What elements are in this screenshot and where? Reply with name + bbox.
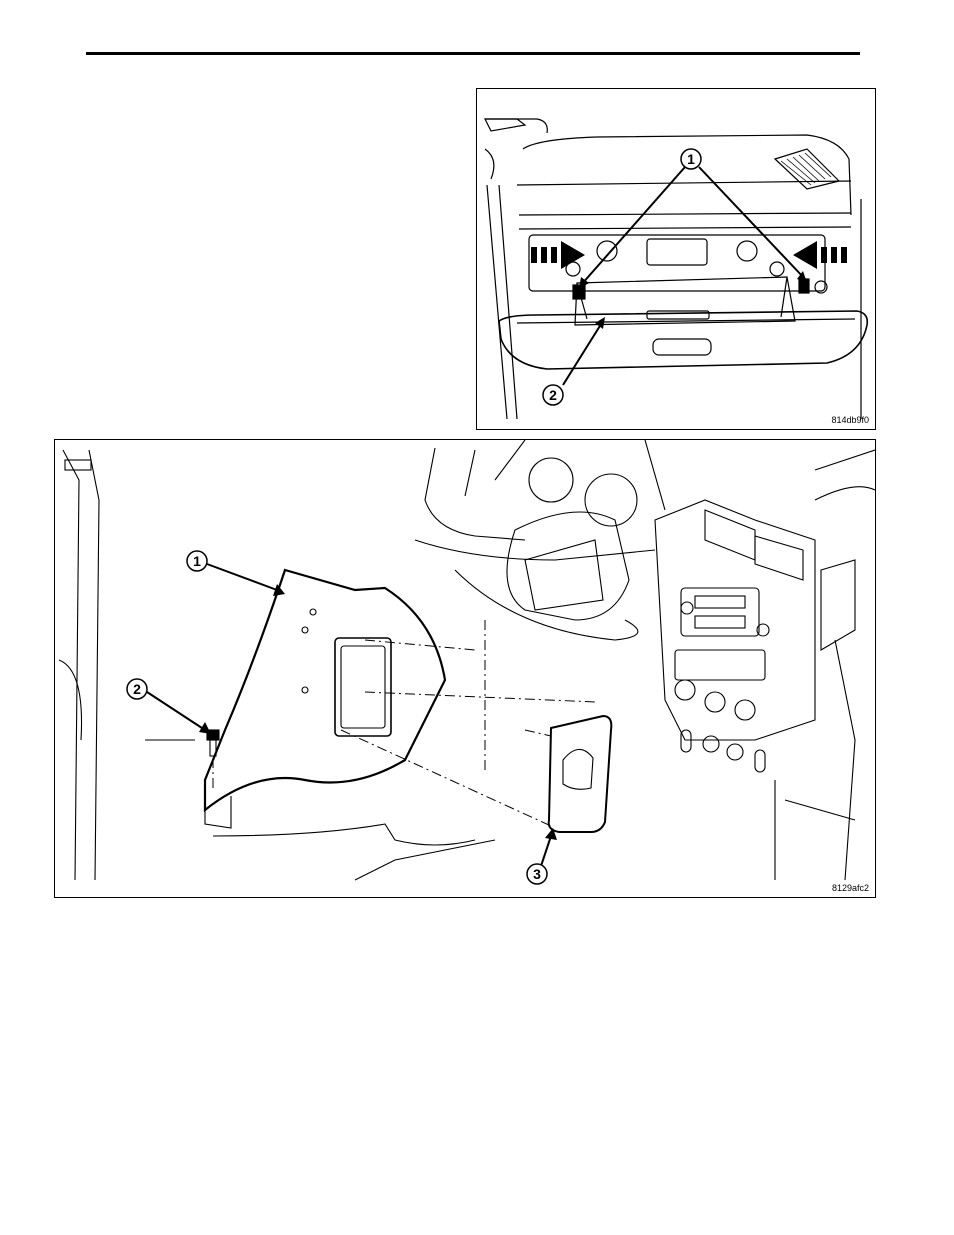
trim-panel-illustration: 1 2 3 [55,440,875,897]
header-rule [86,52,860,55]
callout-top-2: 2 [543,385,563,405]
svg-text:2: 2 [549,387,557,403]
callout-bottom-2: 2 [127,679,147,699]
figure-id-code: 814db9f0 [831,415,869,425]
instrument-panel-trim-figure: 1 2 3 8129afc2 [54,439,876,898]
figure-id-code: 8129afc2 [832,883,869,893]
svg-text:3: 3 [533,866,541,882]
callout-bottom-3: 3 [527,864,547,884]
callout-top-1: 1 [681,149,701,169]
svg-text:1: 1 [193,553,201,569]
glove-box-figure: 1 2 814db9f0 [476,88,876,430]
glove-box-illustration: 1 2 [477,89,875,429]
svg-text:2: 2 [133,681,141,697]
callout-bottom-1: 1 [187,551,207,571]
svg-text:1: 1 [687,151,695,167]
